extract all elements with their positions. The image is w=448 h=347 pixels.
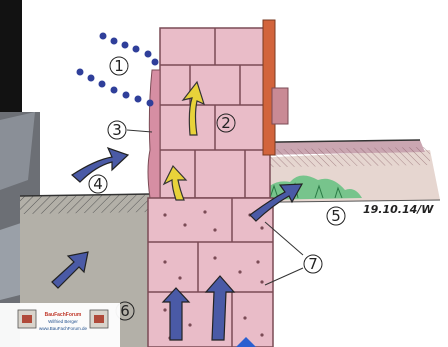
svg-text:4: 4	[93, 175, 103, 193]
svg-text:5: 5	[331, 207, 341, 225]
wall-upper	[160, 20, 288, 198]
svg-text:3: 3	[112, 121, 122, 139]
logo: BauFachForum Wilfried Berger www.BauFach…	[0, 303, 120, 347]
logo-title: BauFachForum	[45, 312, 82, 318]
foundation	[148, 198, 273, 347]
svg-text:7: 7	[308, 255, 318, 273]
svg-text:2: 2	[221, 114, 231, 132]
svg-text:1: 1	[114, 57, 124, 75]
date-signature: 19.10.14/W	[363, 203, 434, 216]
logo-author: Wilfried Berger	[48, 319, 78, 324]
logo-url: www.BauFachForum.de	[39, 326, 88, 331]
svg-text:6: 6	[120, 302, 130, 320]
